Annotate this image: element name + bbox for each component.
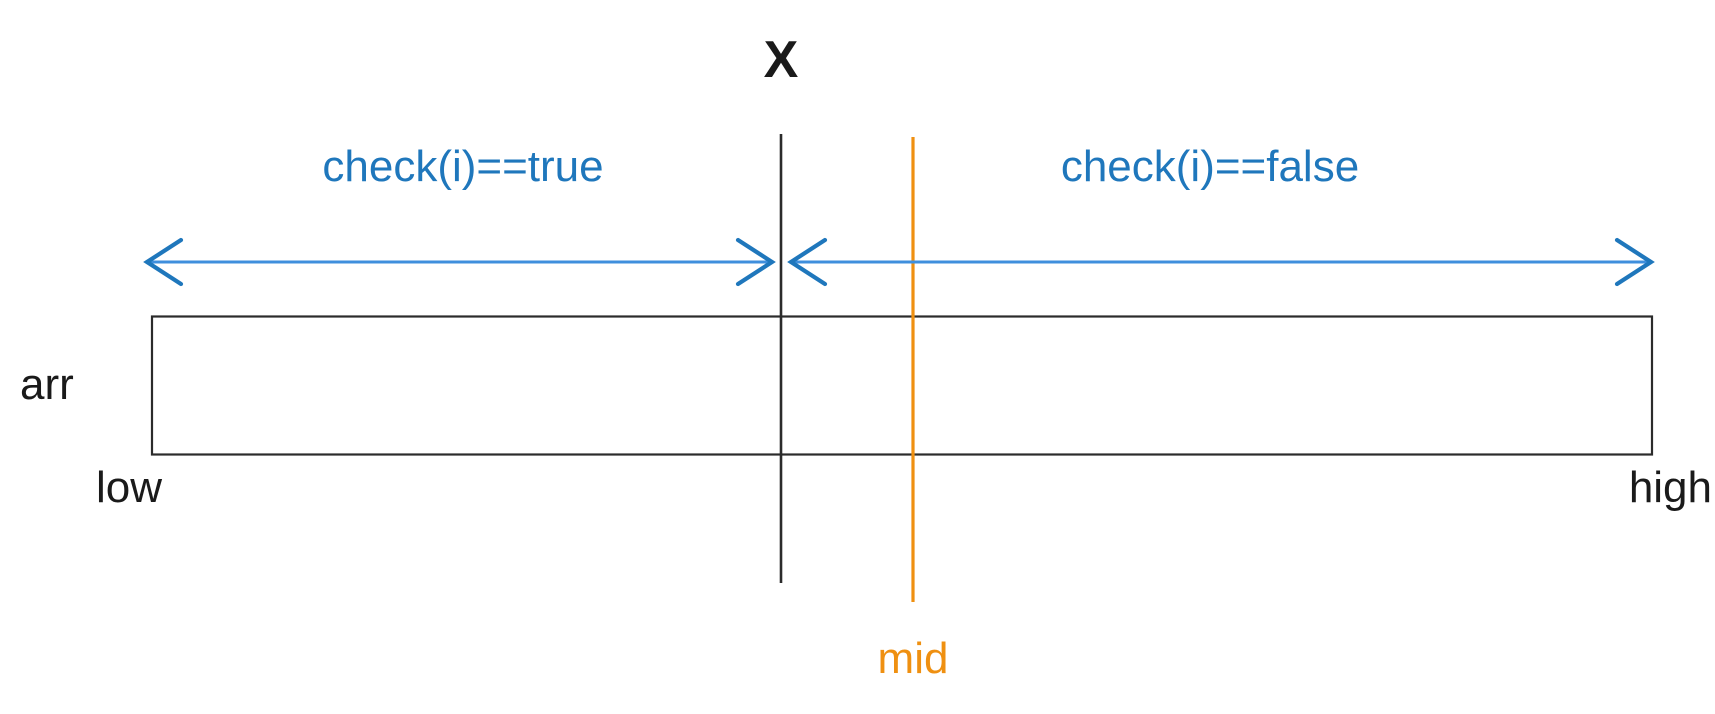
false-region-arrow [787,237,1655,287]
true-region-arrow [143,237,776,287]
array-label: arr [20,360,74,409]
true-region-label: check(i)==true [322,142,604,191]
array-box [150,315,1654,456]
low-bound-label: low [96,463,163,512]
false-region-label: check(i)==false [1060,142,1360,191]
mid-marker-label: mid [877,634,949,683]
high-bound-label: high [1628,463,1712,512]
boundary-label-x: X [763,31,799,89]
